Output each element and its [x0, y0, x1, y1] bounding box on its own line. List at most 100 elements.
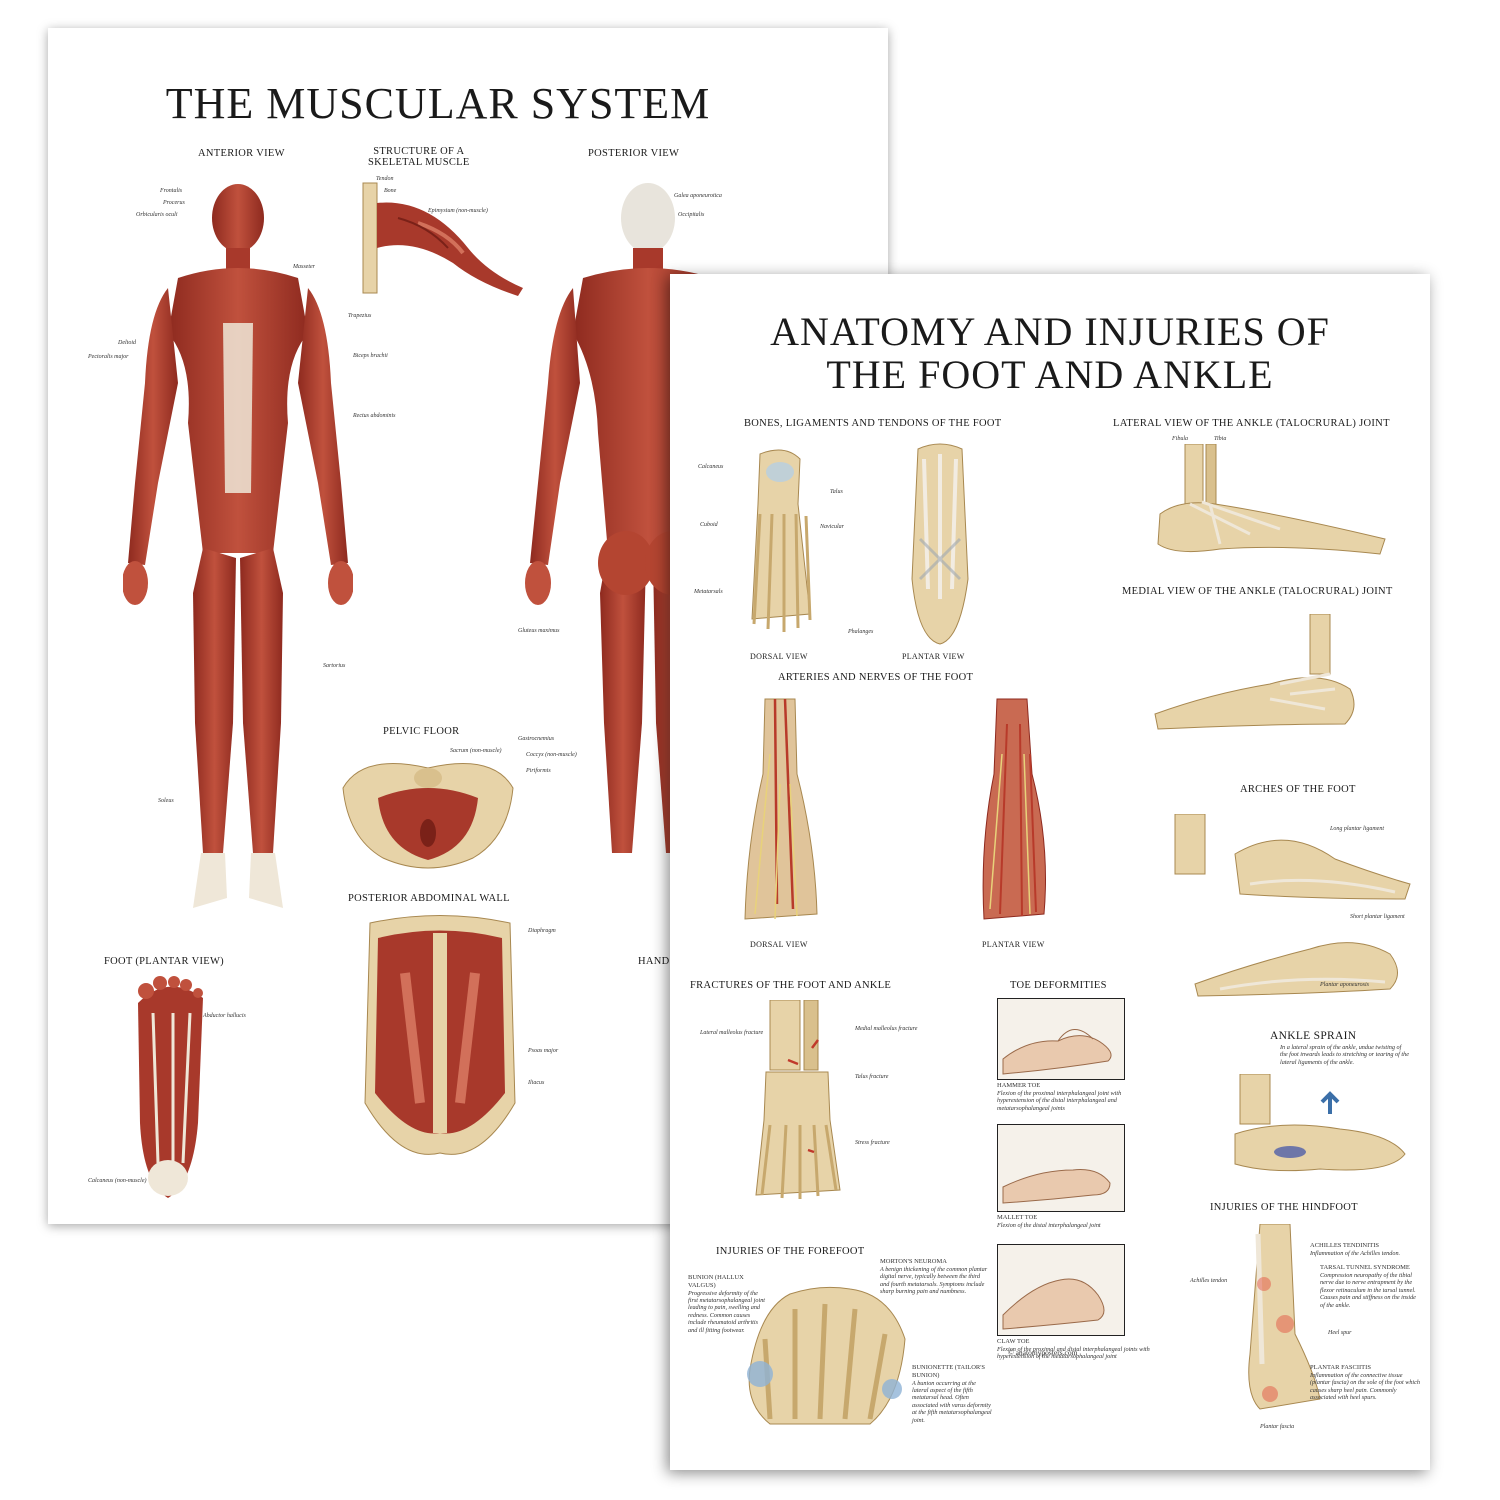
label-stress-fracture: Stress fracture: [855, 1140, 890, 1146]
bunion-note: BUNION (HALLUX VALGUS) Progressive defor…: [688, 1274, 768, 1334]
label-masseter: Masseter: [293, 264, 315, 270]
fasciitis-note: PLANTAR FASCIITIS Inflammation of the co…: [1310, 1364, 1420, 1402]
foot-bones-dorsal-diagram: [740, 444, 820, 644]
label-soleus: Soleus: [158, 798, 174, 804]
achilles-title: ACHILLES TENDINITIS: [1310, 1242, 1380, 1249]
fractures-diagram: [748, 1000, 848, 1200]
arteries-dorsal-diagram: [735, 694, 825, 934]
ankle-sprain-heading: ANKLE SPRAIN: [1270, 1030, 1357, 1042]
label-metatarsals: Metatarsals: [694, 589, 723, 595]
label-orbicularis-oculi: Orbicularis oculi: [136, 212, 178, 218]
foot-ankle-title-line2: THE FOOT AND ANKLE: [826, 352, 1274, 398]
arteries-plantar-diagram: [972, 694, 1057, 934]
foot-plantar-heading: FOOT (PLANTAR VIEW): [104, 956, 224, 967]
morton-text: A benign thickening of the common planta…: [880, 1265, 988, 1296]
label-plantar-aponeurosis: Plantar aponeurosis: [1320, 982, 1369, 988]
label-plantar-fascia: Plantar fascia: [1260, 1424, 1295, 1430]
label-long-plantar: Long plantar ligament: [1330, 826, 1385, 832]
forefoot-heading: INJURIES OF THE FOREFOOT: [716, 1246, 865, 1257]
arches-diagram-upper: [1165, 814, 1415, 914]
label-piriformis: Piriformis: [526, 768, 551, 774]
ankle-sprain-diagram: [1230, 1074, 1410, 1184]
foot-ankle-poster: ANATOMY AND INJURIES OF THE FOOT AND ANK…: [670, 274, 1430, 1470]
pelvic-floor-diagram: [333, 748, 523, 878]
bunionette-text: A bunion occurring at the lateral aspect…: [912, 1379, 992, 1424]
label-calcaneus-back: Calcaneus (non-muscle): [88, 1178, 147, 1184]
abdominal-wall-heading: POSTERIOR ABDOMINAL WALL: [348, 893, 510, 904]
label-short-plantar: Short plantar ligament: [1350, 914, 1405, 920]
arches-diagram-lower: [1190, 924, 1410, 1004]
caption-plantar-view-2: PLANTAR VIEW: [982, 940, 1045, 949]
label-cuboid: Cuboid: [700, 522, 718, 528]
label-trapezius: Trapezius: [348, 313, 372, 319]
anterior-view-heading: ANTERIOR VIEW: [198, 148, 285, 159]
forefoot-diagram: [740, 1279, 910, 1429]
medial-ankle-diagram: [1150, 614, 1370, 734]
skeletal-muscle-heading: STRUCTURE OF A SKELETAL MUSCLE: [368, 146, 470, 168]
label-occipitalis: Occipitalis: [678, 212, 705, 218]
label-deltoid: Deltoid: [118, 340, 136, 346]
ankle-sprain-note: In a lateral sprain of the ankle, undue …: [1280, 1044, 1410, 1066]
label-epimysium: Epimysium (non-muscle): [428, 208, 488, 214]
bunion-text: Progressive deformity of the first metat…: [688, 1289, 766, 1334]
medial-view-heading: MEDIAL VIEW OF THE ANKLE (TALOCRURAL) JO…: [1122, 586, 1393, 597]
label-talus: Talus: [830, 489, 843, 495]
label-procerus: Procerus: [163, 200, 185, 206]
label-navicular: Navicular: [820, 524, 844, 530]
claw-toe-image: [997, 1244, 1125, 1336]
mallet-toe-title: MALLET TOE: [997, 1214, 1038, 1221]
copyright-text: © anatomyposters.com: [1008, 1348, 1078, 1357]
bunionette-note: BUNIONETTE (TAILOR'S BUNION) A bunion oc…: [912, 1364, 992, 1424]
anterior-muscle-figure: [123, 163, 353, 943]
label-phalanges: Phalanges: [848, 629, 874, 635]
toe-deformities-heading: TOE DEFORMITIES: [1010, 980, 1107, 991]
hammer-toe-note: HAMMER TOE Flexion of the proximal inter…: [997, 1082, 1147, 1112]
tarsal-text: Compression neuropathy of the tibial ner…: [1320, 1271, 1416, 1309]
bunion-title: BUNION (HALLUX VALGUS): [688, 1274, 744, 1289]
label-bone: Bone: [384, 188, 397, 194]
hammer-toe-text: Flexion of the proximal interphalangeal …: [997, 1089, 1122, 1112]
hindfoot-diagram: [1240, 1224, 1330, 1414]
mallet-toe-image: [997, 1124, 1125, 1212]
hand-heading: HAND: [638, 956, 670, 967]
label-pectoralis-major: Pectoralis major: [88, 354, 129, 360]
caption-dorsal-view-2: DORSAL VIEW: [750, 940, 808, 949]
claw-toe-note: CLAW TOE Flexion of the proximal and dis…: [997, 1338, 1157, 1361]
label-psoas: Psoas major: [528, 1048, 559, 1054]
label-tendon: Tendon: [376, 176, 394, 182]
label-achilles-tendon: Achilles tendon: [1190, 1278, 1228, 1284]
achilles-note: ACHILLES TENDINITIS Inflammation of the …: [1310, 1242, 1420, 1257]
hammer-toe-image: [997, 998, 1125, 1080]
lateral-view-heading: LATERAL VIEW OF THE ANKLE (TALOCRURAL) J…: [1113, 418, 1390, 429]
label-fibula: Fibula: [1172, 436, 1188, 442]
label-rectus-abdominis: Rectus abdominis: [353, 413, 396, 419]
label-gluteus: Gluteus maximus: [518, 628, 560, 634]
achilles-text: Inflammation of the Achilles tendon.: [1310, 1249, 1401, 1257]
fasciitis-text: Inflammation of the connective tissue (p…: [1310, 1371, 1420, 1402]
mallet-toe-text: Flexion of the distal interphalangeal jo…: [997, 1221, 1101, 1229]
foot-plantar-diagram: [118, 973, 218, 1203]
foot-ankle-title-line1: ANATOMY AND INJURIES OF: [770, 309, 1330, 354]
abdominal-wall-diagram: [360, 913, 520, 1163]
label-calcaneus: Calcaneus: [698, 464, 724, 470]
label-diaphragm: Diaphragm: [528, 928, 556, 934]
label-tibia: Tibia: [1214, 436, 1227, 442]
skeletal-muscle-heading-line2: SKELETAL MUSCLE: [368, 157, 470, 168]
label-sartorius: Sartorius: [323, 663, 346, 669]
label-abductor-hallucis: Abductor hallucis: [203, 1013, 246, 1019]
label-frontalis: Frontalis: [160, 188, 183, 194]
ankle-sprain-text: In a lateral sprain of the ankle, undue …: [1280, 1044, 1409, 1066]
caption-dorsal-view-1: DORSAL VIEW: [750, 652, 808, 661]
label-galea: Galea aponeurotica: [674, 193, 722, 199]
label-coccyx: Coccyx (non-muscle): [526, 752, 577, 758]
tarsal-title: TARSAL TUNNEL SYNDROME: [1320, 1264, 1410, 1271]
muscular-system-title: THE MUSCULAR SYSTEM: [165, 79, 711, 128]
tarsal-note: TARSAL TUNNEL SYNDROME Compression neuro…: [1320, 1264, 1420, 1309]
fractures-heading: FRACTURES OF THE FOOT AND ANKLE: [690, 980, 892, 991]
bones-heading: BONES, LIGAMENTS AND TENDONS OF THE FOOT: [744, 418, 1002, 429]
label-gastrocnemius: Gastrocnemius: [518, 736, 555, 742]
foot-bones-plantar-diagram: [900, 439, 980, 649]
foot-ankle-title: ANATOMY AND INJURIES OF THE FOOT AND ANK…: [670, 309, 1430, 398]
lateral-ankle-diagram: [1140, 444, 1390, 564]
label-heel-spur: Heel spur: [1328, 1330, 1352, 1336]
